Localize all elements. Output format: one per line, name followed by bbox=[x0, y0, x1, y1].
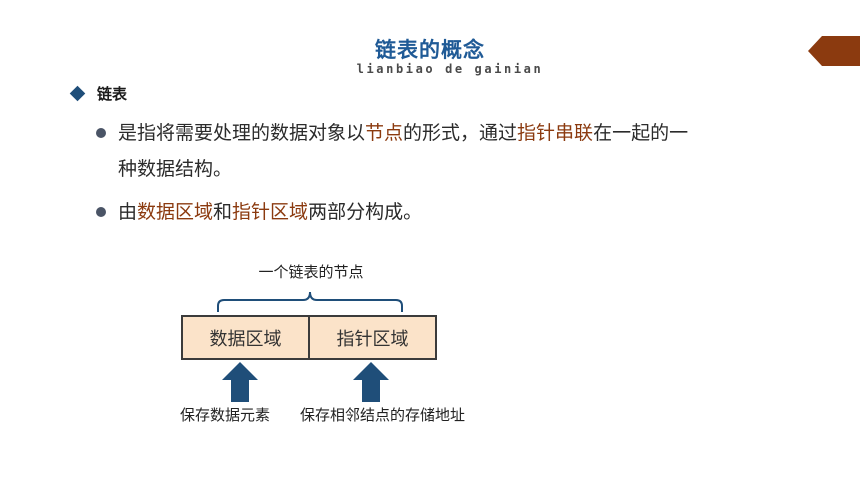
diamond-bullet-icon bbox=[69, 85, 86, 101]
bullet-1-line-2: 种数据结构。 bbox=[118, 158, 233, 180]
text-run: 的形式，通过 bbox=[403, 122, 518, 144]
pointer-area-cell: 指针区域 bbox=[308, 317, 435, 358]
caption-address: 保存相邻结点的存储地址 bbox=[300, 406, 466, 424]
bullet-text-1: 是指将需要处理的数据对象以节点的形式，通过指针串联在一起的一 种数据结构。 bbox=[118, 118, 688, 184]
text-run: 在一起的一 bbox=[593, 122, 689, 144]
linked-list-node: 数据区域 指针区域 bbox=[181, 315, 437, 360]
bullet-item-1: 是指将需要处理的数据对象以节点的形式，通过指针串联在一起的一 种数据结构。 bbox=[96, 118, 688, 184]
bullet-dot-icon bbox=[96, 128, 106, 138]
text-run: 两部分构成。 bbox=[308, 201, 423, 223]
highlight-node: 节点 bbox=[365, 122, 404, 144]
corner-tab-decoration bbox=[808, 36, 860, 66]
text-run: 和 bbox=[213, 201, 233, 223]
highlight-pointer-area: 指针区域 bbox=[232, 201, 309, 223]
page-subtitle: lianbiao de gainian bbox=[356, 62, 544, 76]
bullet-item-2: 由数据区域和指针区域两部分构成。 bbox=[96, 197, 422, 227]
highlight-data-area: 数据区域 bbox=[137, 201, 214, 223]
bullet-dot-icon bbox=[96, 207, 106, 217]
highlight-pointer-link: 指针串联 bbox=[517, 122, 594, 144]
section-title: 链表 bbox=[97, 84, 128, 103]
node-label: 一个链表的节点 bbox=[258, 263, 364, 281]
text-run: 由 bbox=[118, 201, 138, 223]
brace-icon bbox=[217, 291, 403, 312]
page-title: 链表的概念 bbox=[375, 38, 485, 62]
bullet-text-2: 由数据区域和指针区域两部分构成。 bbox=[118, 197, 422, 227]
up-arrow-icon bbox=[353, 362, 389, 402]
bullet-1-line-1: 是指将需要处理的数据对象以节点的形式，通过指针串联在一起的一 bbox=[118, 118, 688, 148]
up-arrow-icon bbox=[222, 362, 258, 402]
caption-data-element: 保存数据元素 bbox=[180, 406, 271, 424]
text-run: 是指将需要处理的数据对象以 bbox=[118, 122, 366, 144]
data-area-cell: 数据区域 bbox=[209, 328, 282, 350]
section-heading: 链表 bbox=[69, 82, 128, 104]
